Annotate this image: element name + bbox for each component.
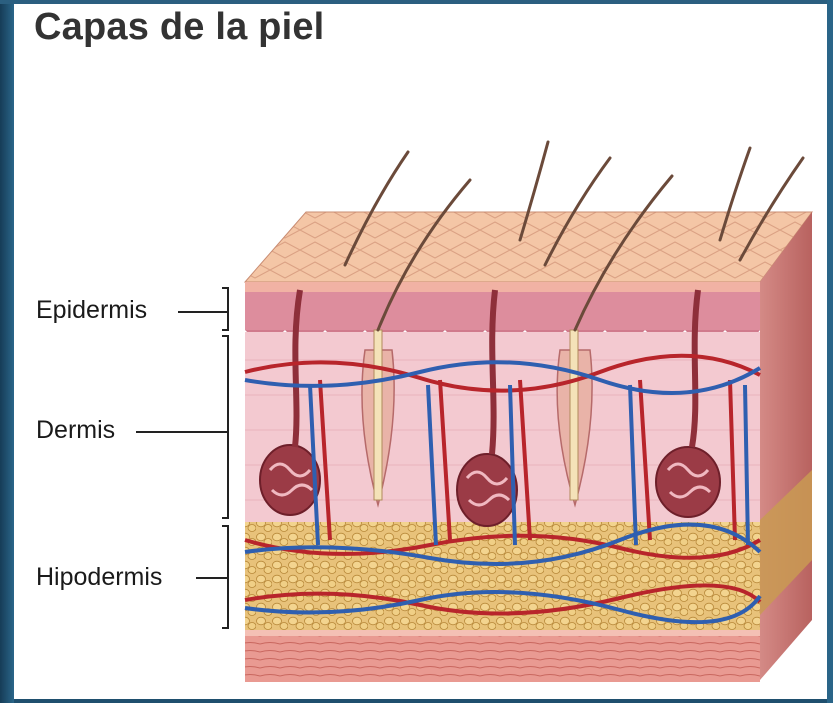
hipodermis-label: Hipodermis xyxy=(36,563,162,592)
epidermis-label: Epidermis xyxy=(36,296,147,325)
skin-surface xyxy=(245,212,812,282)
epidermis-bracket xyxy=(222,288,228,330)
skin-side-face xyxy=(760,212,812,680)
muscle-layer xyxy=(245,630,760,682)
dermis-label: Dermis xyxy=(36,416,115,445)
dermis-bracket xyxy=(222,336,228,518)
